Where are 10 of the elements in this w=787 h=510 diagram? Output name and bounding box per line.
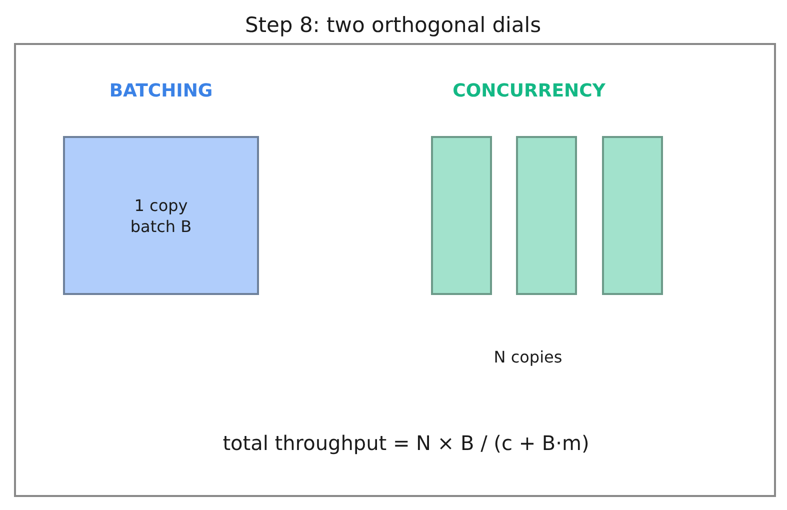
formula-text: total throughput = N × B / (c + B·m): [222, 431, 590, 455]
section-heading: CONCURRENCY: [452, 80, 606, 102]
caption-text: N copies: [494, 348, 562, 366]
process-box: [516, 136, 577, 295]
node-text: 1 copy batch B: [129, 194, 193, 236]
diagram-title: Step 8: two orthogonal dials: [244, 13, 542, 37]
process-box: [431, 136, 492, 295]
process-box: [63, 136, 259, 295]
process-box: [602, 136, 663, 295]
section-heading: BATCHING: [109, 80, 213, 102]
